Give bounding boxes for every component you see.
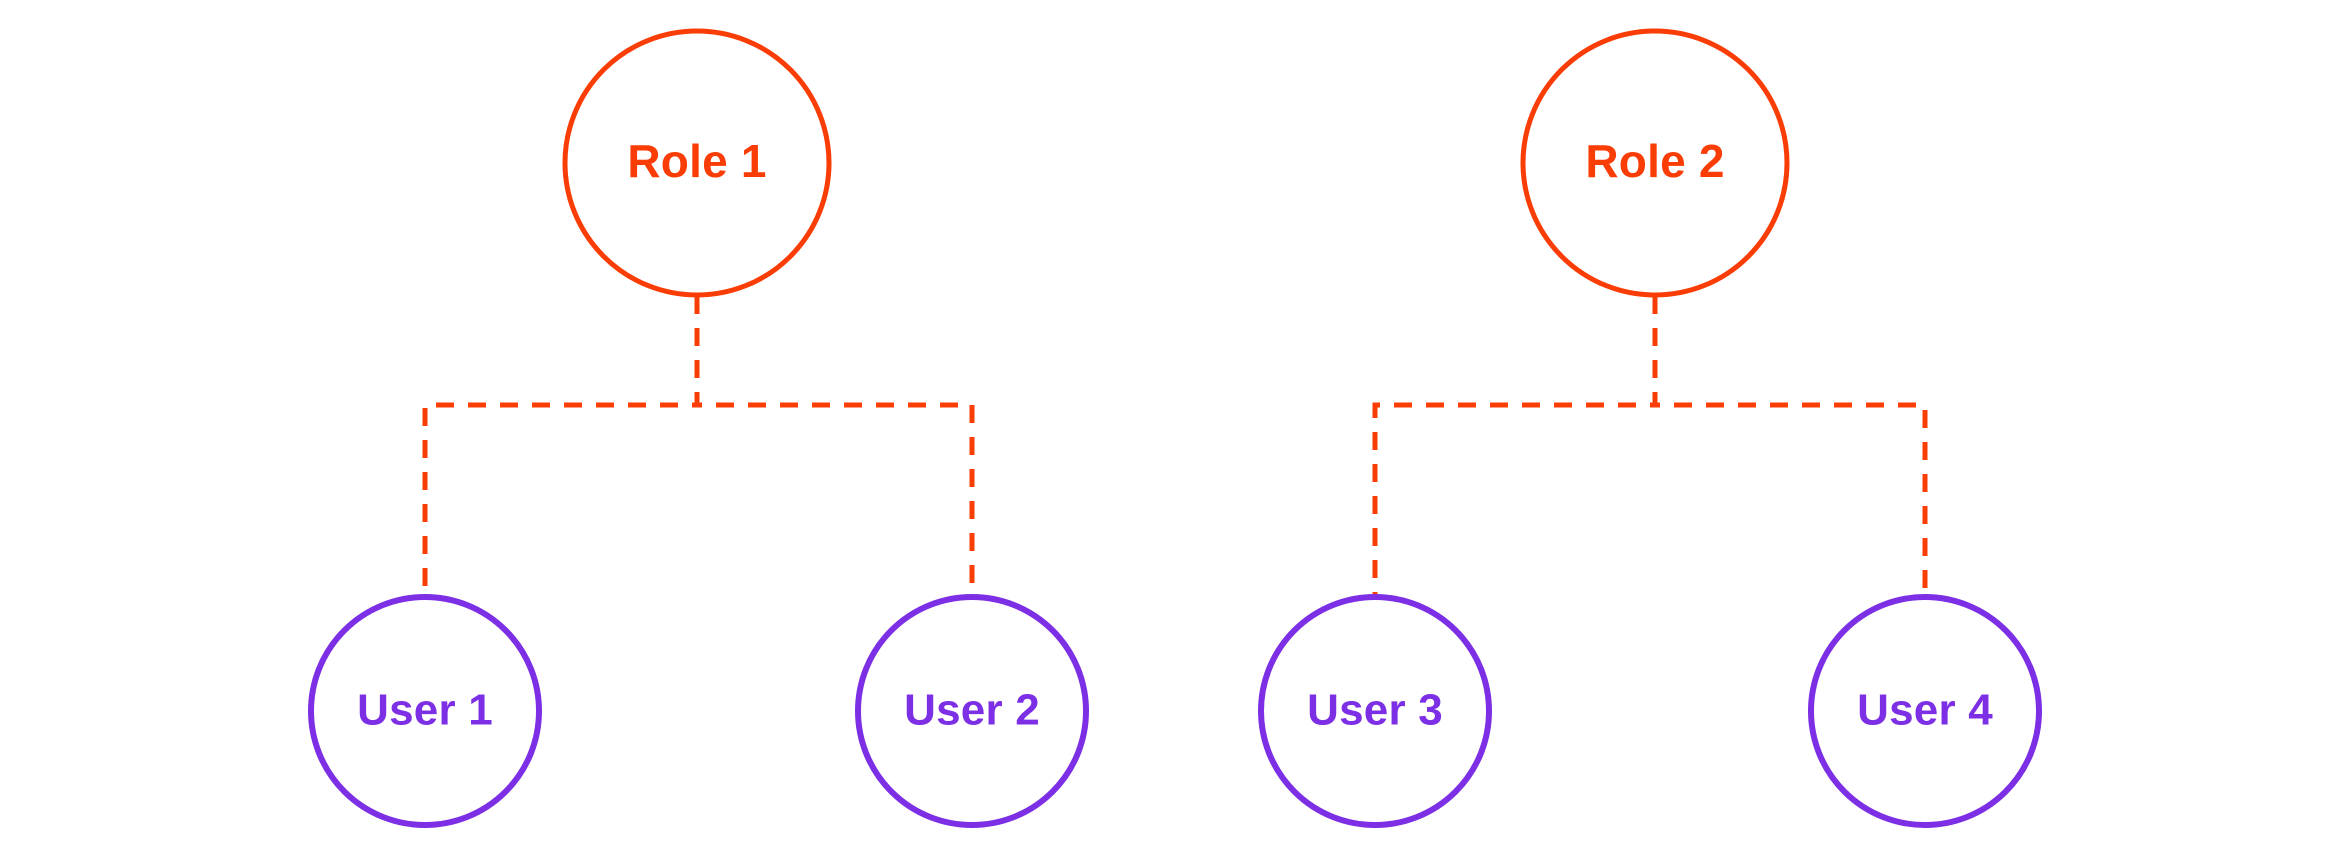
user-node-user-3[interactable]: User 3	[1258, 594, 1492, 828]
user-circle[interactable]	[855, 594, 1089, 828]
edge-role2-user3	[1372, 296, 1658, 597]
user-label: User 4	[1857, 686, 1993, 735]
user-node-user-1[interactable]: User 1	[308, 594, 542, 828]
role-circle[interactable]	[562, 28, 832, 298]
role-label: Role 1	[627, 135, 766, 187]
role-node-role-1[interactable]: Role 1	[562, 28, 832, 298]
user-node-user-2[interactable]: User 2	[855, 594, 1089, 828]
user-circle[interactable]	[1258, 594, 1492, 828]
user-label: User 2	[904, 686, 1040, 735]
edge-role1-user1	[422, 296, 700, 597]
edge-group	[422, 296, 1928, 597]
user-circle[interactable]	[1808, 594, 2042, 828]
edge-role1-user2	[694, 296, 975, 597]
user-label: User 1	[357, 686, 493, 735]
edge-role2-user4	[1652, 296, 1928, 597]
role-node-role-2[interactable]: Role 2	[1520, 28, 1790, 298]
user-circle[interactable]	[308, 594, 542, 828]
role-label: Role 2	[1585, 135, 1724, 187]
role-circle[interactable]	[1520, 28, 1790, 298]
user-node-user-4[interactable]: User 4	[1808, 594, 2042, 828]
user-label: User 3	[1307, 686, 1443, 735]
